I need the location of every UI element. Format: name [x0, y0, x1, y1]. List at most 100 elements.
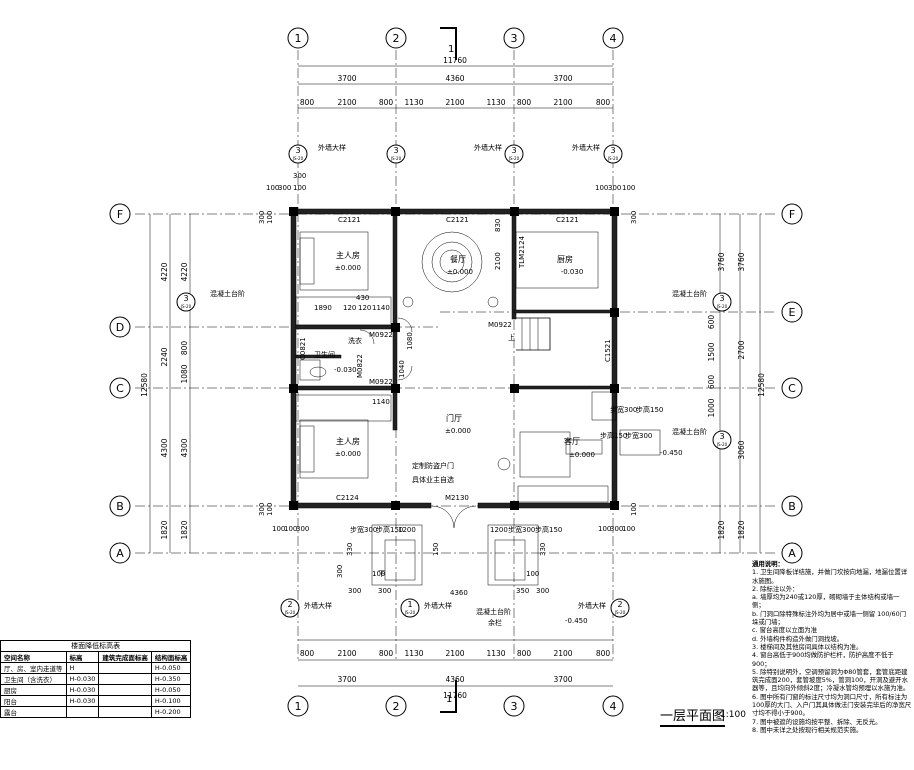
window-label-1: C2121 [338, 216, 361, 224]
room-level-foyer: ±0.000 [445, 427, 471, 435]
note-item: 3. 楼梯间及其他房间具体以结构为准。 [752, 642, 863, 651]
table-cell: H-0.350 [150, 673, 192, 685]
note-item: 1. 卫生间降板详结施，并做门坎按向地漏，地漏位置详水施图。 [752, 568, 908, 585]
dim-top-op-6: 1130 [486, 98, 505, 107]
table-cell: 露台 [0, 706, 67, 718]
step-width-1: 步宽300 [350, 525, 377, 534]
concrete-step-label-3: 混凝土台阶 [672, 427, 707, 436]
dim-bottom-total: 11760 [443, 691, 467, 700]
table-cell: 阳台 [0, 695, 67, 707]
small-dim-18: 300 [630, 211, 638, 224]
detail-mark-num-4: 3 [183, 294, 188, 303]
dim-right-inner-5: 1000 [707, 398, 716, 417]
window-label-5: C0821 [299, 337, 307, 360]
dim-bottom-op-6: 1130 [486, 649, 505, 658]
dim-2100: 2100 [494, 252, 502, 270]
table-cell: H [65, 662, 100, 674]
axis-label-2-bottom: 2 [393, 700, 400, 713]
axis-label-C-right: C [788, 382, 796, 395]
room-name-living: 客厅 [564, 436, 580, 446]
small-dim-13: 100 [622, 525, 635, 533]
dim-left-bay-4: 1820 [160, 520, 169, 539]
dim-bottom-op-5: 2100 [445, 649, 464, 658]
interior-dims: 1890 120 120 1140 430 1140 830 2100 1040… [314, 219, 508, 597]
small-dim-8: 100 [272, 525, 285, 533]
room-name-master-bedroom-1: 主人房 [336, 250, 360, 260]
dim-top-op-4: 1130 [404, 98, 423, 107]
dim-right-inner-1: 3760 [717, 252, 726, 271]
axis-label-1-top: 1 [295, 32, 302, 45]
axis-label-1-bottom: 1 [295, 700, 302, 713]
level-porch-front: -0.450 [565, 617, 588, 625]
top-dimension-text: 11760 3700 4360 3700 800 2100 800 1130 2… [300, 56, 611, 107]
dim-830: 830 [494, 219, 502, 232]
axis-label-D-left: D [116, 321, 124, 334]
detail-mark-num-3: 3 [610, 146, 615, 155]
dim-right-bay-4: 1820 [737, 520, 746, 539]
detail-mark-num-9: 2 [617, 600, 622, 609]
room-name-laundry: 洗衣 [348, 336, 362, 345]
axis-label-4-top: 4 [610, 32, 617, 45]
floor-level-table: 楼面降低标高表 空间名称 标高 建筑完成面标高 结构面标高 厅、房、室内走道等 … [0, 640, 192, 718]
porch-dim-4: 330 [539, 543, 547, 556]
table-row: 卫生间（含洗衣） H-0.030 H-0.350 [0, 673, 192, 685]
dim-left-inner-2: 800 [180, 341, 189, 356]
axis-label-A-right: A [788, 547, 796, 560]
concrete-step-label-1: 混凝土台阶 [210, 289, 245, 298]
small-dim-4: 100 [595, 184, 608, 192]
table-cell: H-0.100 [150, 695, 192, 707]
note-item: 6. 图中所有门窗的标注尺寸均为洞口尺寸，所有标注为100厚的大门、入户门其具体… [752, 692, 912, 718]
note-item: a. 墙厚均为240或120厚，砌砌墙于主体结构或墙一侧； [752, 593, 900, 610]
security-door-note-2: 具体业主自选 [412, 475, 454, 484]
table-cell: H-0.030 [65, 684, 100, 696]
dim-1040: 1040 [398, 360, 406, 378]
detail-mark-num-7: 2 [287, 600, 292, 609]
room-level-kitchen: -0.030 [561, 268, 584, 276]
detail-mark-num-10: 3 [393, 146, 398, 155]
dim-1080: 1080 [406, 332, 414, 350]
dim-left-bay-1: 4220 [160, 262, 169, 281]
dim-1200: 1200 [398, 526, 416, 534]
table-cell: 卫生间（含洗衣） [0, 673, 67, 685]
dim-right-bay-2: 2700 [737, 340, 746, 359]
room-level-dining: ±0.000 [447, 268, 473, 276]
outer-detail-label-4: 外墙大样 [304, 601, 332, 610]
window-label-2: C2121 [446, 216, 469, 224]
dim-top-bay-2: 4360 [445, 74, 464, 83]
note-item: 8. 图中未详之处按现行相关规范实施。 [752, 725, 863, 734]
detail-mark-ref-10: JS-20 [390, 156, 402, 161]
table-row: 阳台 H-0.030 H-0.100 [0, 695, 192, 707]
stair-down: 下 [378, 570, 385, 578]
detail-mark-ref-2: JS-20 [508, 156, 520, 161]
detail-mark-ref-4: JS-20 [180, 304, 192, 309]
dim-bottom-op-9: 800 [596, 649, 611, 658]
porch-dim-10: 300 [536, 587, 549, 595]
outer-detail-label-2: 外墙大样 [474, 143, 502, 152]
top-dimensions [149, 65, 761, 687]
dim-left-inner-1: 4220 [180, 262, 189, 281]
detail-mark-ref-8: JS-20 [404, 610, 416, 615]
dim-right-inner-2: 600 [707, 315, 716, 330]
porch-dim-7: 300 [378, 587, 391, 595]
room-name-foyer: 门厅 [446, 413, 462, 423]
table-cell [65, 706, 100, 718]
room-labels: 主人房 ±0.000 餐厅 ±0.000 厨房 -0.030 洗衣 卫生间 -0… [314, 250, 595, 459]
step-height-2: 步高150 [535, 525, 562, 534]
dim-top-op-2: 2100 [337, 98, 356, 107]
small-dim-10: 300 [296, 525, 309, 533]
step-height-4: 步高150 [600, 431, 627, 440]
dim-bottom-bay-3: 3700 [553, 675, 572, 684]
table-header: 结构面标高 [150, 651, 192, 663]
table-row: 厨房 H-0.030 H-0.050 [0, 684, 192, 696]
axis-label-E-right: E [789, 306, 796, 319]
axis-label-C-left: C [116, 382, 124, 395]
general-notes: 通用说明： 1. 卫生间降板详结施，并做门坎按向地漏，地漏位置详水施图。 2. … [752, 560, 912, 734]
furniture [299, 231, 609, 503]
axis-lines [135, 50, 775, 660]
table-cell: H-0.050 [150, 684, 192, 696]
small-dim-9: 100 [284, 525, 297, 533]
dim-top-bay-1: 3700 [337, 74, 356, 83]
note-item: 7. 图中被遮的设施均按平整、拆除、无反光。 [752, 717, 882, 726]
table-header: 空间名称 [0, 651, 67, 663]
room-level-bathroom: -0.030 [334, 366, 357, 374]
